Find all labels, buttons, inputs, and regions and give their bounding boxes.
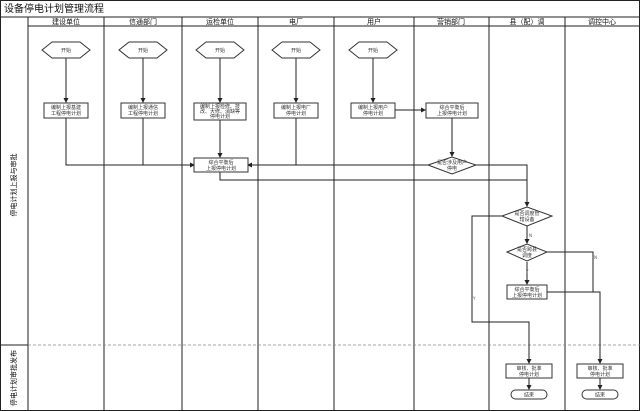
lane-header: 信通部门 [129, 17, 157, 26]
svg-text:停电计划: 停电计划 [590, 371, 610, 378]
svg-text:上报停电计划: 上报停电计划 [206, 165, 236, 172]
start-node: 开始 [118, 41, 168, 59]
svg-text:是否调度管: 是否调度管 [514, 210, 539, 217]
svg-text:上报停电计划: 上报停电计划 [437, 110, 467, 117]
start-node: 开始 [41, 41, 91, 59]
svg-text:是否跨县: 是否跨县 [517, 246, 537, 253]
svg-text:是否涉及用户: 是否涉及用户 [437, 159, 467, 166]
branch-label-yes: Y [525, 269, 529, 274]
svg-text:综合平衡后: 综合平衡后 [514, 286, 539, 293]
lane-header: 用户 [367, 17, 381, 26]
process-county-merge: 综合平衡后 上报停电计划 [506, 284, 548, 300]
svg-text:编制上报通信: 编制上报通信 [128, 104, 158, 111]
row-label: 停电计划审批发布 [9, 350, 18, 406]
svg-text:综合平衡后: 综合平衡后 [208, 159, 233, 166]
lane-header: 县（配）调 [510, 17, 545, 26]
process-yunjian: 编制上报检修、技 改、大修、消缺等 停电计划 [193, 102, 247, 121]
decision-county-1: 是否调度管 辖设备 [500, 206, 554, 227]
svg-text:开始: 开始 [138, 47, 148, 54]
svg-text:开始: 开始 [215, 47, 225, 54]
lane-header: 电厂 [289, 17, 303, 26]
svg-text:结束: 结束 [524, 392, 534, 399]
svg-text:开始: 开始 [61, 47, 71, 54]
lane-dividers [0, 17, 640, 411]
process-dianchang: 编制上报电厂 停电计划 [273, 102, 319, 119]
connectors [63, 58, 603, 390]
end-node: 结束 [510, 389, 548, 400]
lane-header: 运检单位 [206, 17, 234, 26]
lane-header: 调控中心 [588, 17, 616, 26]
svg-text:上报停电计划: 上报停电计划 [512, 292, 542, 299]
branch-label-no: N [594, 255, 597, 260]
svg-text:开始: 开始 [291, 47, 301, 54]
decision-county-2: 是否跨县 调度 [505, 243, 549, 262]
svg-text:编制上报基建: 编制上报基建 [51, 104, 81, 111]
process-center-approve: 审核、批准 停电计划 [576, 363, 624, 379]
process-xintong: 编制上报通信 工程停电计划 [120, 102, 166, 119]
branch-label-no: N [529, 233, 532, 238]
process-jianshe: 编制上报基建 工程停电计划 [43, 102, 89, 119]
branch-label-yes: Y [472, 296, 476, 301]
svg-text:停电计划: 停电计划 [210, 113, 230, 120]
svg-text:辖设备: 辖设备 [519, 216, 534, 223]
start-node: 开始 [271, 41, 321, 59]
process-yonghu: 编制上报用户 停电计划 [350, 102, 396, 119]
svg-text:审核、批准: 审核、批准 [587, 365, 612, 372]
end-node: 结束 [581, 389, 619, 400]
start-node: 开始 [348, 41, 398, 59]
start-node: 开始 [195, 41, 245, 59]
svg-text:结束: 结束 [595, 392, 605, 399]
svg-text:工程停电计划: 工程停电计划 [128, 110, 158, 117]
svg-text:编制上报电厂: 编制上报电厂 [281, 104, 311, 111]
svg-text:停电: 停电 [447, 165, 457, 172]
process-county-approve: 审核、批准 停电计划 [505, 363, 553, 379]
page-title: 设备停电计划管理流程 [4, 2, 104, 15]
svg-text:改、大修、消缺等: 改、大修、消缺等 [200, 108, 240, 115]
svg-text:工程停电计划: 工程停电计划 [51, 110, 81, 117]
process-yingxiao: 综合平衡后 上报停电计划 [425, 102, 479, 119]
decision-yingxiao: 是否涉及用户 停电 [426, 156, 478, 175]
svg-text:停电计划: 停电计划 [363, 110, 383, 117]
lane-header: 营销部门 [437, 17, 465, 26]
svg-text:综合平衡后: 综合平衡后 [439, 104, 464, 111]
svg-text:停电计划: 停电计划 [519, 371, 539, 378]
svg-text:编制上报用户: 编制上报用户 [358, 104, 388, 111]
svg-text:开始: 开始 [368, 47, 378, 54]
row-label: 停电计划上报与审批 [9, 154, 18, 217]
svg-text:调度: 调度 [522, 252, 532, 259]
svg-text:审核、批准: 审核、批准 [516, 365, 541, 372]
process-yunjian-merge: 综合平衡后 上报停电计划 [193, 157, 249, 173]
lane-header: 建设单位 [52, 17, 80, 26]
svg-text:停电计划: 停电计划 [286, 110, 306, 117]
svg-text:编制上报检修、技: 编制上报检修、技 [200, 103, 240, 110]
